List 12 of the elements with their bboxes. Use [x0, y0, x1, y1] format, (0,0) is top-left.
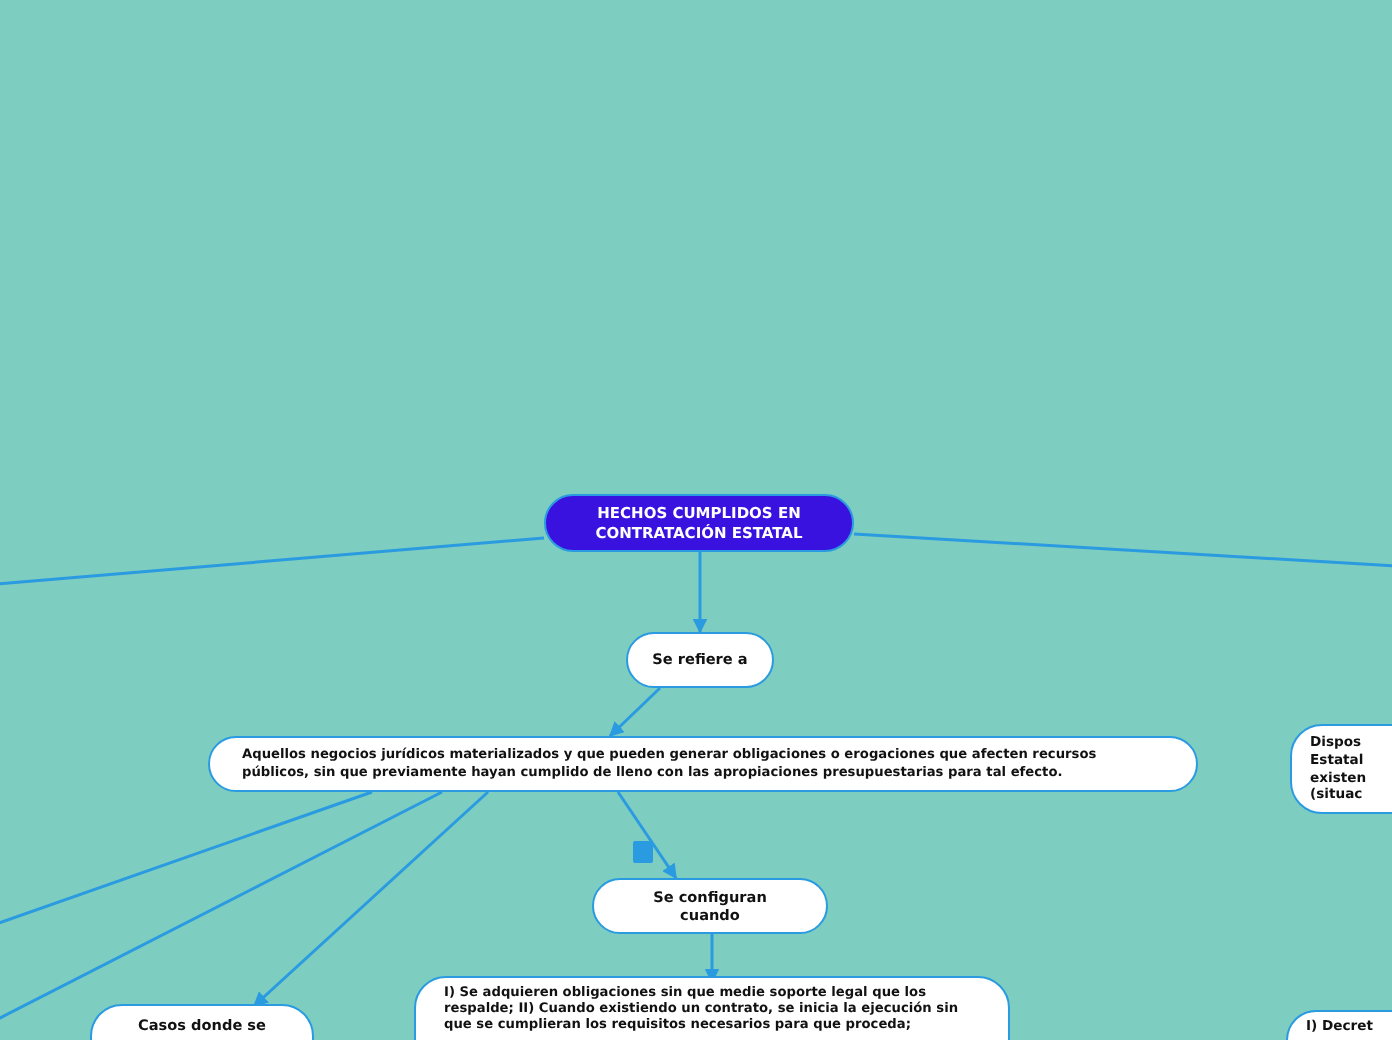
connector-line — [616, 791, 678, 880]
topic-box — [592, 878, 828, 934]
connector-line — [608, 686, 662, 738]
topic-box — [626, 632, 774, 688]
topic-box — [208, 736, 1198, 792]
connector-line — [853, 532, 1392, 568]
connector-line — [252, 790, 489, 1008]
connector-line — [0, 536, 545, 586]
connector-line — [0, 790, 443, 1022]
central-topic-box — [544, 494, 854, 552]
connector-line — [692, 552, 708, 634]
connector-line — [0, 790, 373, 926]
